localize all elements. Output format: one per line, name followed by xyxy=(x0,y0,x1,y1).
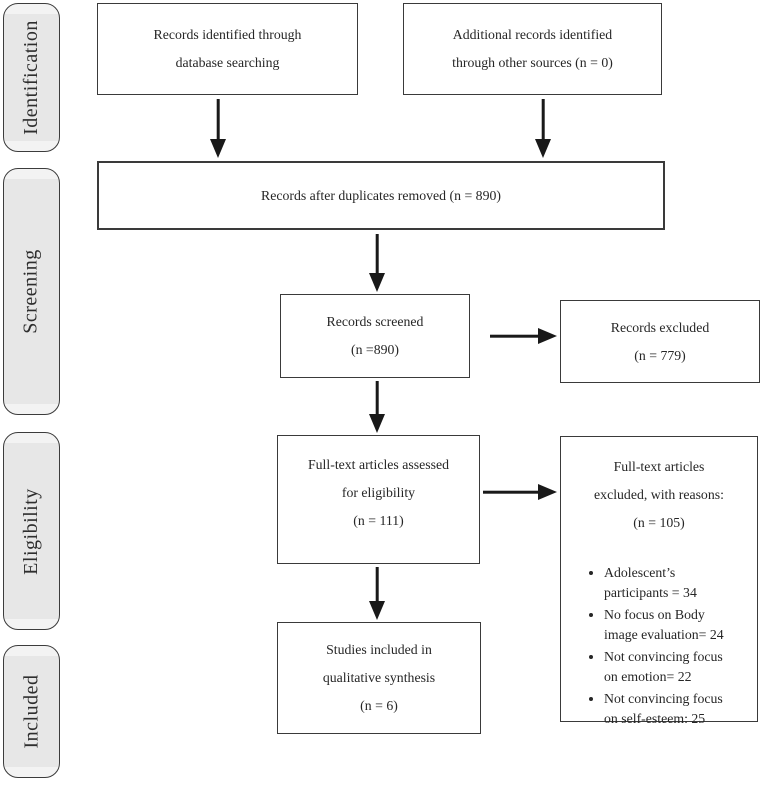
exclusion-reasons-list: Adolescent’s participants = 34 No focus … xyxy=(580,563,738,731)
stage-eligibility-label: Eligibility xyxy=(20,487,42,575)
arrow-head-icon xyxy=(369,414,385,433)
arrow-stem xyxy=(541,99,545,139)
box-records-excluded-line2: (n = 779) xyxy=(634,347,686,363)
arrow-right-to-fulltext-excluded xyxy=(483,483,557,501)
stage-eligibility: Eligibility xyxy=(3,432,60,630)
stage-identification: Identification xyxy=(3,3,60,152)
stage-screening-label: Screening xyxy=(20,249,43,334)
box-records-excluded-line1: Records excluded xyxy=(610,319,710,335)
box-fulltext-assessed: Full-text articles assessed for eligibil… xyxy=(277,435,480,564)
box-studies-included: Studies included in qualitative synthesi… xyxy=(277,622,481,734)
arrow-down-to-included xyxy=(368,567,386,620)
box-additional-records-line2: through other sources (n = 0) xyxy=(452,55,613,70)
box-fulltext-excluded: Full-text articles excluded, with reason… xyxy=(560,436,758,726)
arrow-head-icon xyxy=(538,328,557,344)
box-records-identified: Records identified through database sear… xyxy=(97,3,358,95)
box-fulltext-assessed-line1: Full-text articles assessed xyxy=(307,456,449,472)
exclusion-reason-item: Not convincing focus on emotion= 22 xyxy=(604,647,738,687)
arrow-down-to-screened xyxy=(368,234,386,292)
stage-identification-label: Identification xyxy=(20,20,43,135)
arrow-stem xyxy=(490,334,538,338)
arrow-stem xyxy=(375,234,379,273)
box-records-screened-line2: (n =890) xyxy=(350,342,399,357)
box-studies-included-line1: Studies included in xyxy=(326,642,432,657)
exclusion-reason-item: No focus on Body image evaluation= 24 xyxy=(604,605,738,645)
box-additional-records-line1: Additional records identified xyxy=(452,27,613,42)
box-fulltext-excluded-line1: Full-text articles xyxy=(613,459,705,474)
box-duplicates-removed-line1: Records after duplicates removed (n = 89… xyxy=(261,187,501,203)
arrow-head-icon xyxy=(535,139,551,158)
box-duplicates-removed: Records after duplicates removed (n = 89… xyxy=(97,161,665,230)
arrow-down-db-search xyxy=(209,99,227,158)
arrow-head-icon xyxy=(538,484,557,500)
box-fulltext-assessed-line2: for eligibility xyxy=(341,484,416,500)
arrow-stem xyxy=(483,490,538,494)
box-records-identified-line1: Records identified through xyxy=(153,27,302,42)
arrow-head-icon xyxy=(369,601,385,620)
stage-included: Included xyxy=(3,645,60,778)
box-studies-included-line2: qualitative synthesis xyxy=(322,670,436,685)
exclusion-reason-item: Adolescent’s participants = 34 xyxy=(604,563,738,603)
arrow-head-icon xyxy=(210,139,226,158)
box-fulltext-assessed-line3: (n = 111) xyxy=(353,512,404,528)
box-records-excluded: Records excluded (n = 779) xyxy=(560,300,760,383)
arrow-stem xyxy=(375,381,379,414)
box-fulltext-excluded-line3: (n = 105) xyxy=(633,515,685,530)
stage-included-label: Included xyxy=(20,674,43,749)
box-studies-included-line3: (n = 6) xyxy=(360,698,398,713)
box-additional-records: Additional records identified through ot… xyxy=(403,3,662,95)
arrow-head-icon xyxy=(369,273,385,292)
stage-screening: Screening xyxy=(3,168,60,415)
arrow-right-to-excluded xyxy=(490,327,557,345)
arrow-down-other-sources xyxy=(534,99,552,158)
box-records-screened-line1: Records screened xyxy=(326,314,424,329)
arrow-stem xyxy=(216,99,220,139)
arrow-down-to-fulltext xyxy=(368,381,386,433)
arrow-stem xyxy=(375,567,379,601)
exclusion-reason-item: Not convincing focus on self-esteem: 25 xyxy=(604,689,738,729)
box-records-identified-line2: database searching xyxy=(175,55,280,70)
box-records-screened: Records screened (n =890) xyxy=(280,294,470,378)
box-fulltext-excluded-line2: excluded, with reasons: xyxy=(594,487,724,502)
